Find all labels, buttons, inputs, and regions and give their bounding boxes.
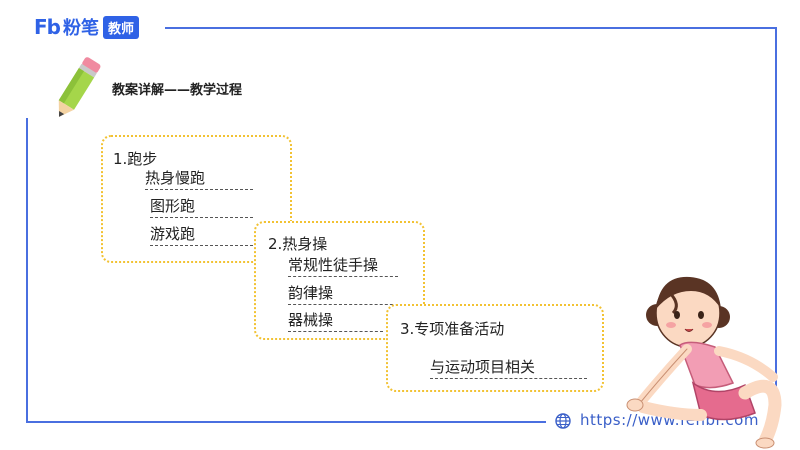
frame-bottom-line <box>26 421 546 423</box>
pencil-icon <box>58 57 101 117</box>
stretching-girl-illustration <box>626 276 782 449</box>
brand-logo: Fb 粉笔 教师 <box>34 14 139 40</box>
brand-badge: 教师 <box>102 15 139 39</box>
step-2-item-2: 韵律操 <box>288 282 398 305</box>
step-2-heading: 2.热身操 <box>268 235 328 253</box>
section-title: 教案详解——教学过程 <box>112 83 243 98</box>
brand-name: 粉笔 <box>62 18 99 39</box>
step-3-heading: 3.专项准备活动 <box>400 320 505 338</box>
frame-top-line <box>165 27 777 29</box>
step-1-item-1: 热身慢跑 <box>145 167 253 190</box>
step-3-item-1: 与运动项目相关 <box>430 356 587 379</box>
logo-mark: Fb <box>34 15 61 39</box>
step-1-item-3: 游戏跑 <box>150 223 253 246</box>
step-1-heading: 1.跑步 <box>113 150 158 168</box>
frame-left-line <box>26 118 28 423</box>
step-3-box <box>386 304 604 392</box>
step-2-item-1: 常规性徒手操 <box>288 254 398 277</box>
step-2-item-3: 器械操 <box>288 309 383 332</box>
frame-right-line <box>775 27 777 423</box>
globe-icon <box>555 413 571 429</box>
step-1-item-2: 图形跑 <box>150 195 253 218</box>
